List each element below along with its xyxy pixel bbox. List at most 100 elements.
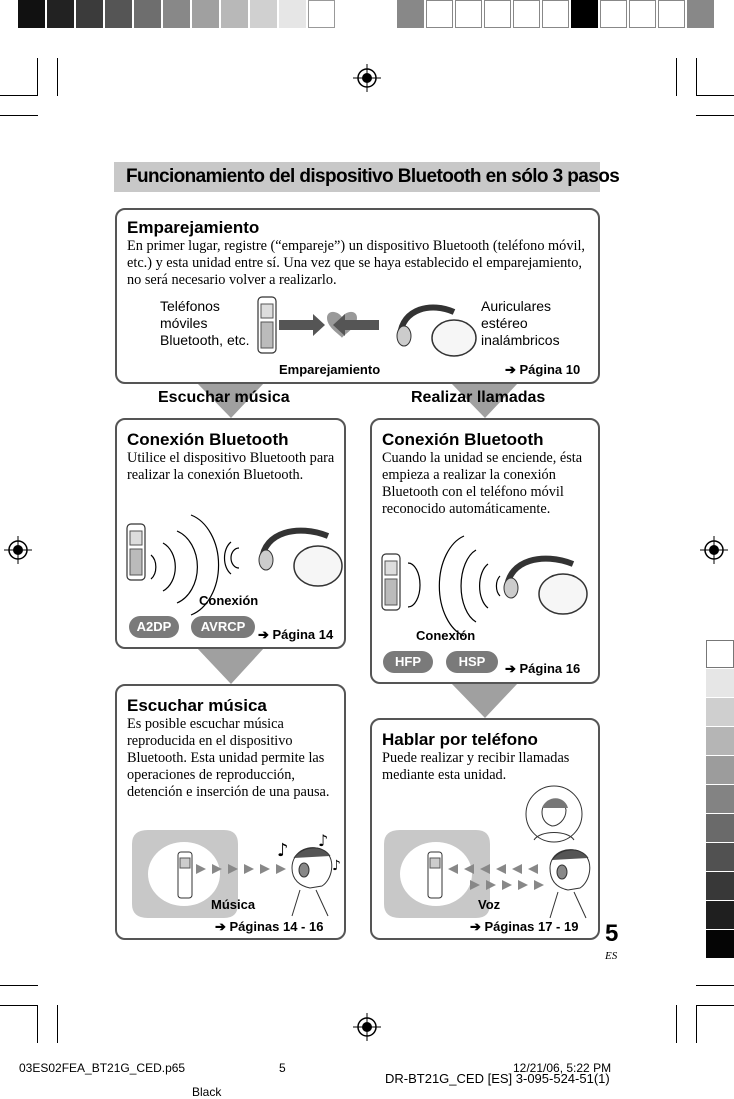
- crop-mark: [696, 1005, 697, 1043]
- swatch: [426, 0, 453, 28]
- triangle-arrow-icon: [196, 864, 206, 874]
- music-note-icon: ♪: [318, 831, 328, 850]
- triangle-arrow-icon: [534, 880, 544, 890]
- music-illustration: ♪ ♪ ♪: [132, 830, 341, 918]
- pairing-page-ref: ➔ Página 10: [505, 362, 581, 377]
- profile-badge-hsp: HSP: [446, 651, 498, 673]
- connection-caption: Conexión: [199, 593, 259, 608]
- crop-mark: [696, 1005, 734, 1006]
- triangle-arrow-icon: [228, 864, 238, 874]
- swatch: [250, 0, 277, 28]
- swatch: [706, 669, 734, 697]
- swatch: [484, 0, 511, 28]
- swatch: [397, 0, 424, 28]
- triangle-arrow-icon: [518, 880, 528, 890]
- swatch: [658, 0, 685, 28]
- page-title: Funcionamiento del dispositivo Bluetooth…: [126, 166, 620, 187]
- triangle-arrow-icon: [244, 864, 254, 874]
- phones-label-line-1: Teléfonos: [160, 298, 220, 314]
- triangle-arrow-icon: [496, 864, 506, 874]
- swatch: [629, 0, 656, 28]
- swatch: [76, 0, 103, 28]
- swatch: [134, 0, 161, 28]
- section-label-music: Escuchar música: [158, 389, 290, 406]
- triangle-arrow-icon: [486, 880, 496, 890]
- talk-page-ref: ➔ Páginas 17 - 19: [470, 919, 579, 934]
- music-body: Es posible escuchar música reproducida e…: [127, 716, 330, 800]
- connection-heading: Conexión Bluetooth: [382, 430, 544, 449]
- headphones-label-line-1: Auriculares: [481, 298, 552, 314]
- headphones-icon: [396, 304, 477, 357]
- arrow-left-icon: [333, 314, 379, 336]
- registration-mark-icon: [700, 536, 728, 564]
- music-note-icon: ♪: [277, 840, 289, 861]
- radio-waves-icon: [407, 562, 421, 608]
- phone-icon: [126, 523, 146, 581]
- registration-mark-icon: [4, 536, 32, 564]
- music-heading: Escuchar música: [127, 696, 267, 715]
- headphones-icon: [503, 555, 588, 615]
- swatch: [163, 0, 190, 28]
- footer-date: 12/21/06, 5:22 PM: [513, 1061, 612, 1075]
- swatch: [192, 0, 219, 28]
- connection-body: Utilice el dispositivo Bluetooth para re…: [127, 450, 335, 483]
- talk-illustration: [384, 785, 591, 919]
- swatch: [542, 0, 569, 28]
- page-language: ES: [605, 950, 618, 962]
- page-header: Funcionamiento del dispositivo Bluetooth…: [114, 162, 620, 192]
- page-number: 5: [605, 920, 619, 947]
- crop-mark: [37, 1005, 38, 1043]
- registration-mark-icon: [353, 1013, 381, 1041]
- swatch: [105, 0, 132, 28]
- headphones-label-line-3: inalámbricos: [481, 332, 560, 348]
- crop-mark: [676, 58, 677, 96]
- swatch: [600, 0, 627, 28]
- triangle-arrow-icon: [480, 864, 490, 874]
- crop-mark: [0, 95, 38, 96]
- crop-mark: [0, 115, 38, 116]
- crop-mark: [57, 58, 58, 96]
- swatch: [706, 930, 734, 958]
- swatch: [513, 0, 540, 28]
- pairing-heading: Emparejamiento: [127, 218, 260, 237]
- footer-filename: 03ES02FEA_BT21G_CED.p65: [19, 1061, 186, 1075]
- triangle-arrow-icon: [448, 864, 458, 874]
- triangle-arrow-icon: [464, 864, 474, 874]
- triangle-arrow-icon: [260, 864, 270, 874]
- swatch: [279, 0, 306, 28]
- talk-body: Puede realizar y recibir llamadas median…: [382, 750, 570, 783]
- swatch: [687, 0, 714, 28]
- phones-label-line-2: móviles: [160, 315, 208, 331]
- swatch: [706, 785, 734, 813]
- connection-box-right: Conexión Bluetooth Cuando la unidad se e…: [370, 418, 600, 684]
- connection-heading: Conexión Bluetooth: [127, 430, 289, 449]
- footer-page: 5: [279, 1061, 286, 1075]
- triangle-arrow-icon: [276, 864, 286, 874]
- pairing-arrows: [279, 311, 379, 338]
- crop-mark: [0, 985, 38, 986]
- triangle-arrow-icon: [470, 880, 480, 890]
- crop-mark: [696, 985, 734, 986]
- swatch: [706, 756, 734, 784]
- triangle-arrow-icon: [528, 864, 538, 874]
- connection-caption: Conexión: [416, 628, 476, 643]
- swatch: [308, 0, 335, 28]
- arrow-right-icon: [279, 314, 325, 336]
- swatch: [706, 814, 734, 842]
- headphones-icon: [258, 527, 343, 587]
- music-caption: Música: [211, 897, 256, 912]
- swatch: [47, 0, 74, 28]
- swatch: [706, 872, 734, 900]
- swatch: [706, 698, 734, 726]
- footer-model: DR-BT21G_CED [ES] 3-095-524-51(1): [385, 1071, 610, 1086]
- crop-mark: [0, 1005, 38, 1006]
- crop-mark: [696, 58, 697, 96]
- triangle-arrow-icon: [197, 383, 264, 418]
- radio-waves-icon: [150, 514, 220, 616]
- swatch: [706, 843, 734, 871]
- triangle-arrow-icon: [451, 383, 518, 418]
- talk-box: Hablar por teléfono Puede realizar y rec…: [370, 718, 600, 940]
- triangle-arrow-icon: [512, 864, 522, 874]
- swatch: [571, 0, 598, 28]
